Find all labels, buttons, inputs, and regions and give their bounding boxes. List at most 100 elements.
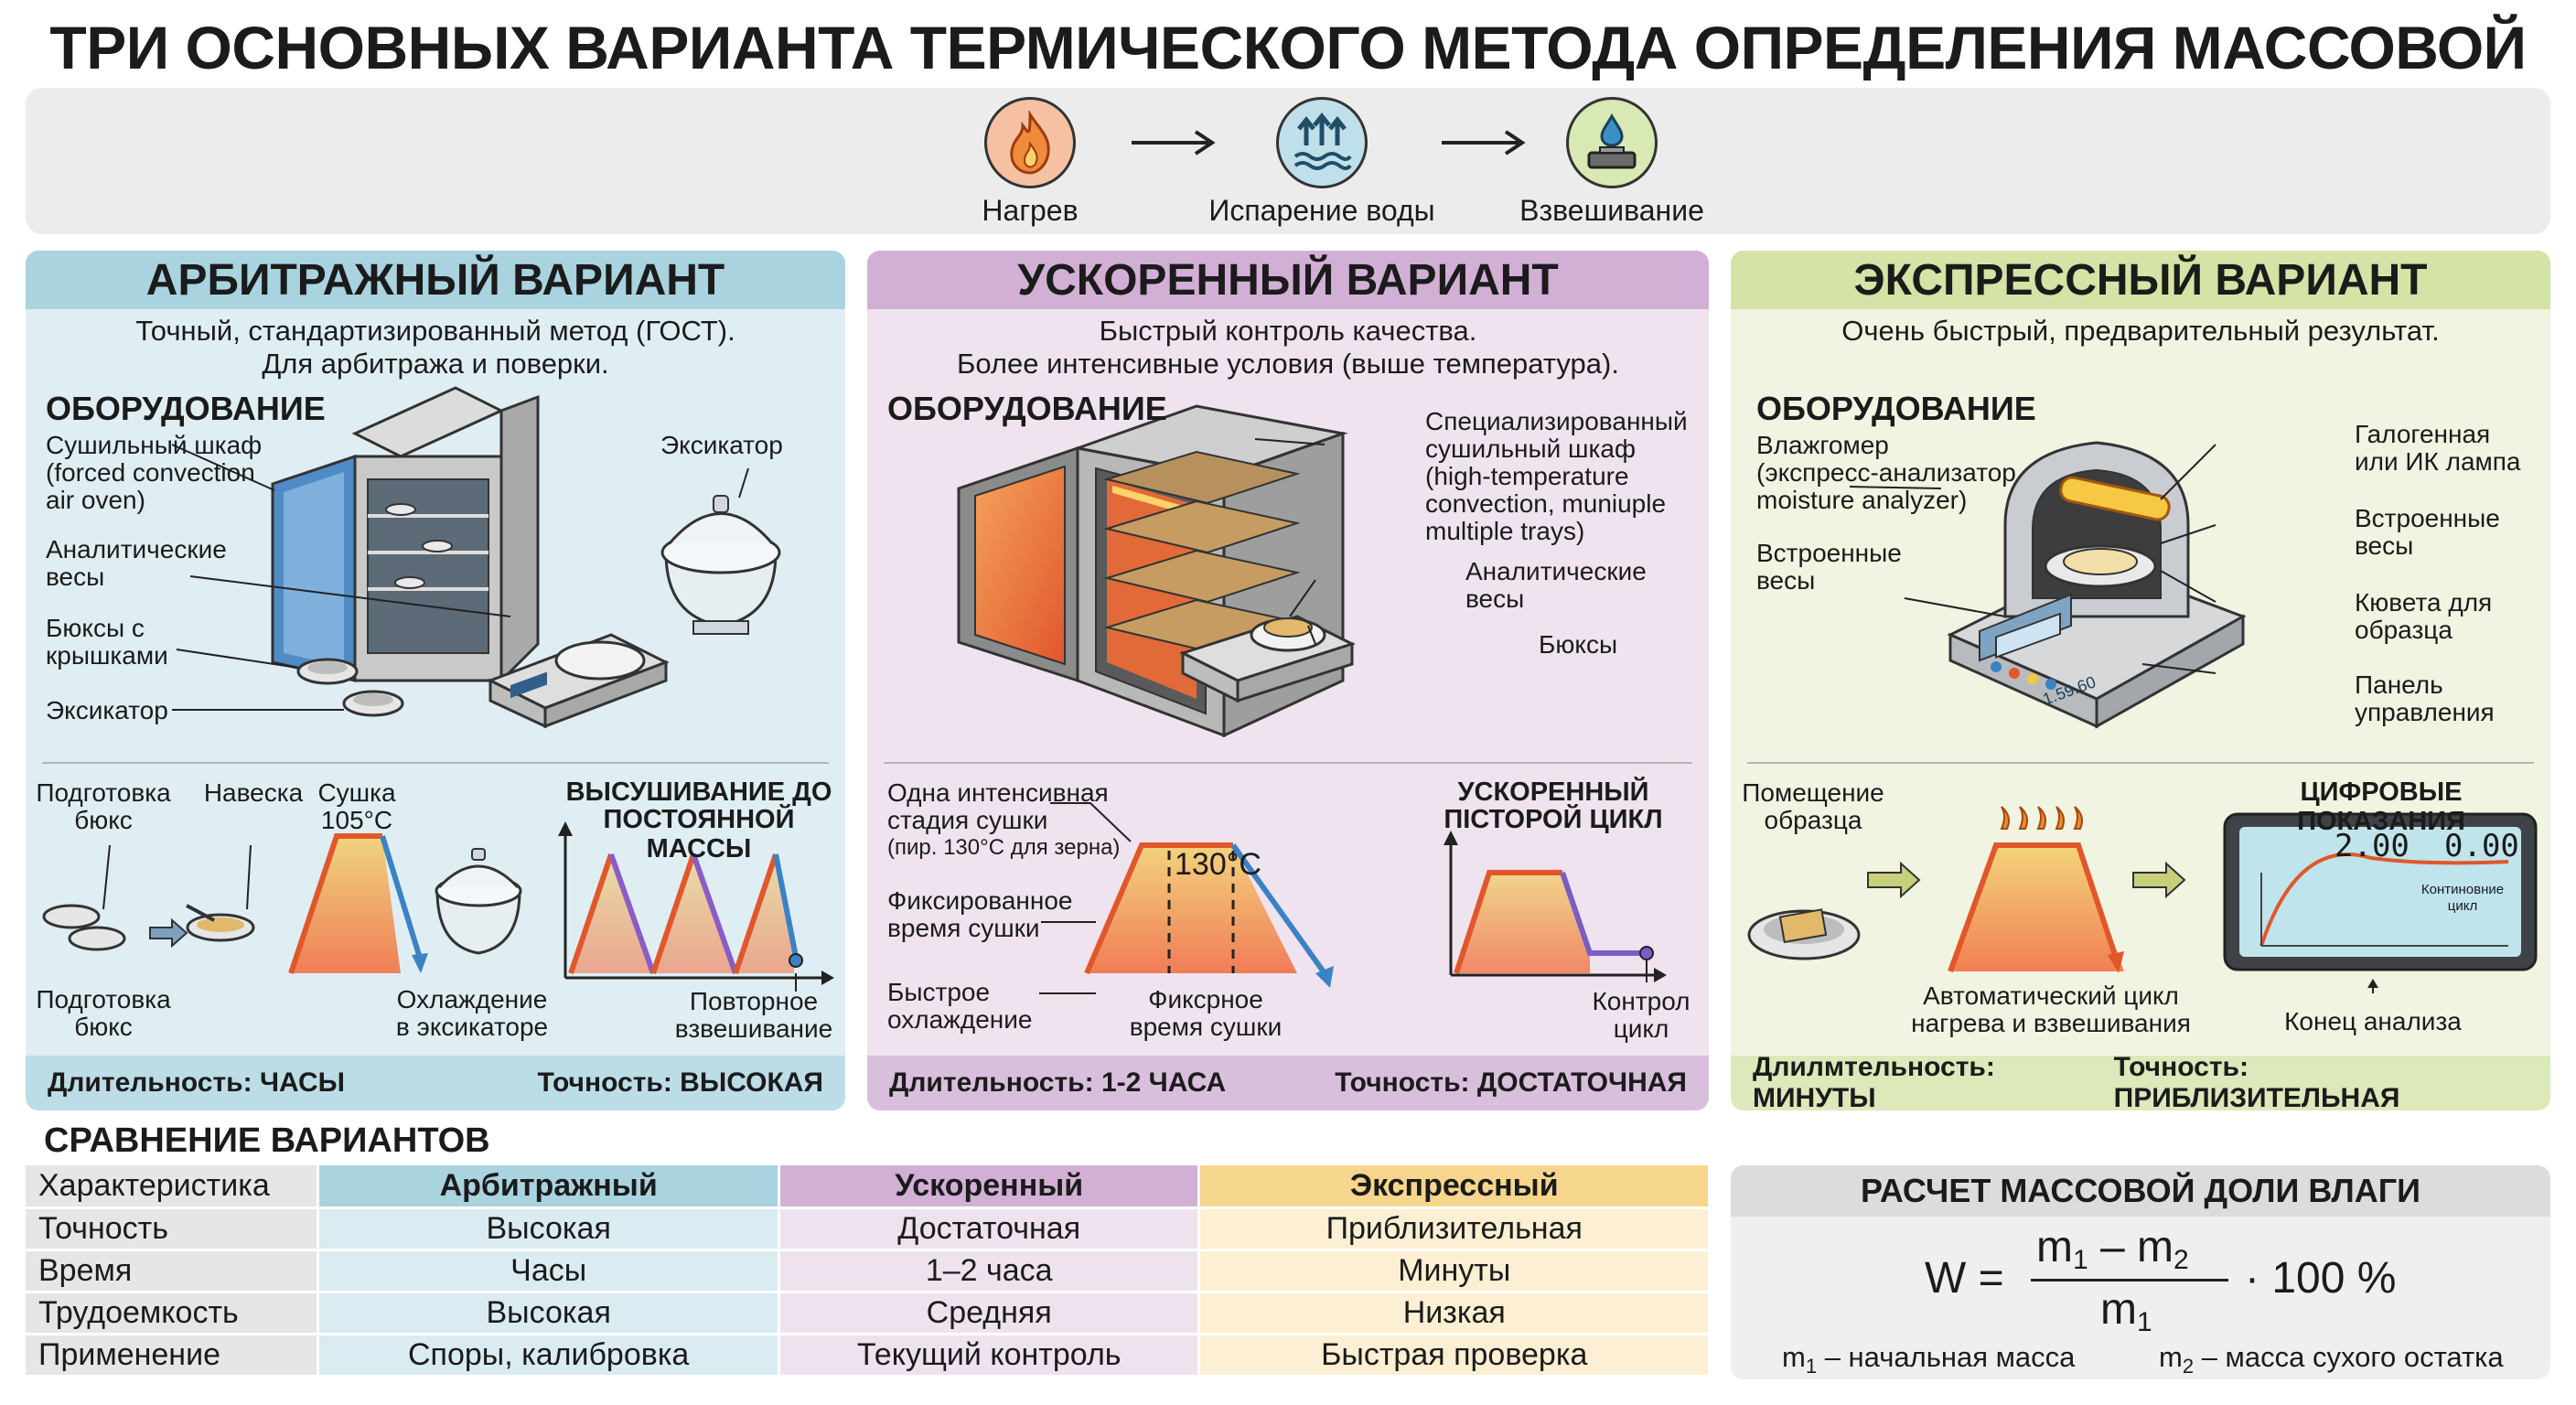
label-prep-2: бюкс <box>74 806 133 834</box>
label-end-analysis: Конец анализа <box>2284 1007 2462 1035</box>
process-step-weighing: Взвешивание <box>1475 97 1749 228</box>
arbitrage-illustration <box>42 386 834 992</box>
label-dry-2: 105°C <box>320 806 393 834</box>
process-step-heating: Нагрев <box>893 97 1167 228</box>
label-scale-left-2: весы <box>1756 566 1816 595</box>
duration-label: Длительность: 1-2 ЧАСА <box>889 1067 1227 1098</box>
scale-drop-icon <box>1566 97 1658 188</box>
label-balance-2: весы <box>1465 585 1525 613</box>
label-meter-3: moisture analyzer) <box>1756 486 1968 514</box>
display-value-1: 2.00 <box>2334 828 2410 864</box>
label-sample-1: Помещение <box>1742 778 1884 807</box>
table-header-cell: Экспрессный <box>1198 1165 1711 1209</box>
panel-arbitrage: АРБИТРАЖНЫЙ ВАРИАНТ Точный, стандартизир… <box>26 251 845 1110</box>
label-dry-1: Сушка <box>317 778 396 807</box>
table-cell: Часы <box>317 1249 780 1293</box>
formula-legend-1: m1 – начальная масса <box>1782 1341 2075 1378</box>
label-lamp-1: Галогенная <box>2355 420 2491 448</box>
label-oven-2: сушильный шкаф <box>1425 434 1636 463</box>
desiccator-icon <box>660 495 781 635</box>
label-bottles: Бюксы <box>1539 630 1618 659</box>
label-auto-1: Автоматический цикл <box>1923 981 2179 1010</box>
label-cuvette-1: Кювета для <box>2355 588 2493 617</box>
table-cell: Достаточная <box>778 1207 1201 1251</box>
label-bottles-1: Бюксы с <box>46 614 145 642</box>
panel-footer: Длительность: ЧАСЫ Точность: ВЫСОКАЯ <box>26 1056 845 1110</box>
label-prep-b2: бюкс <box>74 1013 133 1041</box>
formula-var: m <box>2100 1285 2137 1334</box>
label-prep-1: Подготовка <box>36 778 171 807</box>
label-desiccator-right: Эксикатор <box>660 431 783 459</box>
table-cell: Приблизительная <box>1198 1207 1711 1251</box>
table-cell: Минуты <box>1198 1249 1711 1293</box>
table-cell: 1–2 часа <box>778 1249 1201 1293</box>
label-weigh: Навеска <box>203 778 304 807</box>
table-cell: Споры, калибровка <box>317 1334 780 1378</box>
display-value-2: 0.00 <box>2444 828 2519 864</box>
label-oven-1: Специализированный <box>1425 407 1688 435</box>
label-scale-right-2: весы <box>2355 531 2414 560</box>
formula-sub: 1 <box>2136 1307 2152 1337</box>
table-cell: Текущий контроль <box>778 1334 1201 1378</box>
arb-process-flow <box>42 833 522 974</box>
panel-accelerated: УСКОРЕННЫЙ ВАРИАНТ Быстрый контроль каче… <box>867 251 1709 1110</box>
label-temperature: 130°C <box>1175 847 1261 882</box>
table-cell: Средняя <box>778 1292 1201 1335</box>
process-step-label: Нагрев <box>982 194 1079 227</box>
legend-var: m <box>1782 1341 1806 1373</box>
display-note-1: Континовние <box>2420 882 2505 897</box>
moisture-analyzer-icon <box>1947 441 2247 729</box>
label-bottles-2: крышками <box>46 641 168 670</box>
arrow-right-icon <box>1442 130 1526 156</box>
acc-drying-chart <box>1039 802 1334 994</box>
accuracy-label: Точность: ПРИБЛИЗИТЕЛЬНАЯ <box>2113 1052 2400 1110</box>
label-lamp-2: или ИК лампа <box>2355 447 2521 476</box>
label-stage-3: (пир. 130°C для зерна) <box>887 835 1121 860</box>
table-cell: Высокая <box>317 1292 780 1335</box>
formula-var: m <box>2137 1223 2174 1271</box>
table-row: Время Часы 1–2 часа Минуты <box>26 1249 1711 1293</box>
label-prep-b1: Подготовка <box>36 985 171 1014</box>
label-oven-3: air oven) <box>46 486 145 514</box>
express-illustration <box>1747 441 2538 993</box>
panel-footer: Длительность: 1-2 ЧАСА Точность: ДОСТАТО… <box>867 1056 1709 1110</box>
formula-lhs: W = <box>1925 1254 2004 1303</box>
legend-sub: 2 <box>2182 1355 2195 1378</box>
process-step-label: Испарение воды <box>1208 194 1435 227</box>
table-cell: Низкая <box>1198 1292 1711 1335</box>
formula-numerator: m1 – m2 <box>2036 1222 2189 1276</box>
label-balance-1: Аналитические <box>1465 557 1647 585</box>
chart-note-1: Повторное <box>689 987 819 1015</box>
label-oven-3: (high-temperature <box>1425 462 1629 490</box>
legend-var: m <box>2159 1341 2183 1373</box>
label-cuvette-2: образца <box>2355 616 2453 644</box>
label-oven-5: multiple trays) <box>1425 517 1585 545</box>
table-cell: Высокая <box>317 1207 780 1251</box>
formula-denominator: m1 <box>2100 1284 2152 1338</box>
label-balance-1: Аналитические <box>46 535 227 563</box>
process-banner: Нагрев Испарение воды <box>26 88 2550 234</box>
label-oven-1: Сушильный шкаф <box>46 431 263 459</box>
label-stage-2: стадия сушки <box>887 806 1048 834</box>
formula-box: РАСЧЕТ МАССОВОЙ ДОЛИ ВЛАГИ W = m1 – m2 m… <box>1731 1165 2550 1379</box>
formula-sub: 2 <box>2174 1245 2189 1275</box>
arrow-right-icon <box>1132 130 1216 156</box>
accuracy-label: Точность: ВЫСОКАЯ <box>537 1067 823 1098</box>
panel-title: УСКОРЕННЫЙ ВАРИАНТ <box>867 251 1709 309</box>
arb-drying-chart <box>558 821 834 992</box>
table-row: Применение Споры, калибровка Текущий кон… <box>26 1334 1711 1378</box>
label-fixed-time-b2: время сушки <box>1129 1013 1283 1041</box>
table-row: Точность Высокая Достаточная Приблизител… <box>26 1207 1711 1251</box>
label-meter-1: Влажгомер <box>1756 431 1889 459</box>
table-header-cell: Арбитражный <box>317 1165 780 1209</box>
panel-subtitle-line-2: Для арбитража и поверки. <box>262 348 609 380</box>
weighing-bottle-icon <box>296 658 404 717</box>
label-scale-left-1: Встроенные <box>1756 539 1902 567</box>
panel-subtitle-line-1: Очень быстрый, предварительный результат… <box>1841 315 2440 347</box>
formula-sub: 1 <box>2072 1245 2088 1275</box>
panel-express: ЭКСПРЕССНЫЙ ВАРИАНТ Очень быстрый, предв… <box>1731 251 2550 1110</box>
equipment-title: ОБОРУДОВАНИЕ <box>1756 390 2036 427</box>
duration-label: Длительность: ЧАСЫ <box>48 1067 345 1098</box>
label-desiccator-left: Эксикатор <box>46 696 168 724</box>
label-panel-2: управления <box>2355 698 2495 726</box>
